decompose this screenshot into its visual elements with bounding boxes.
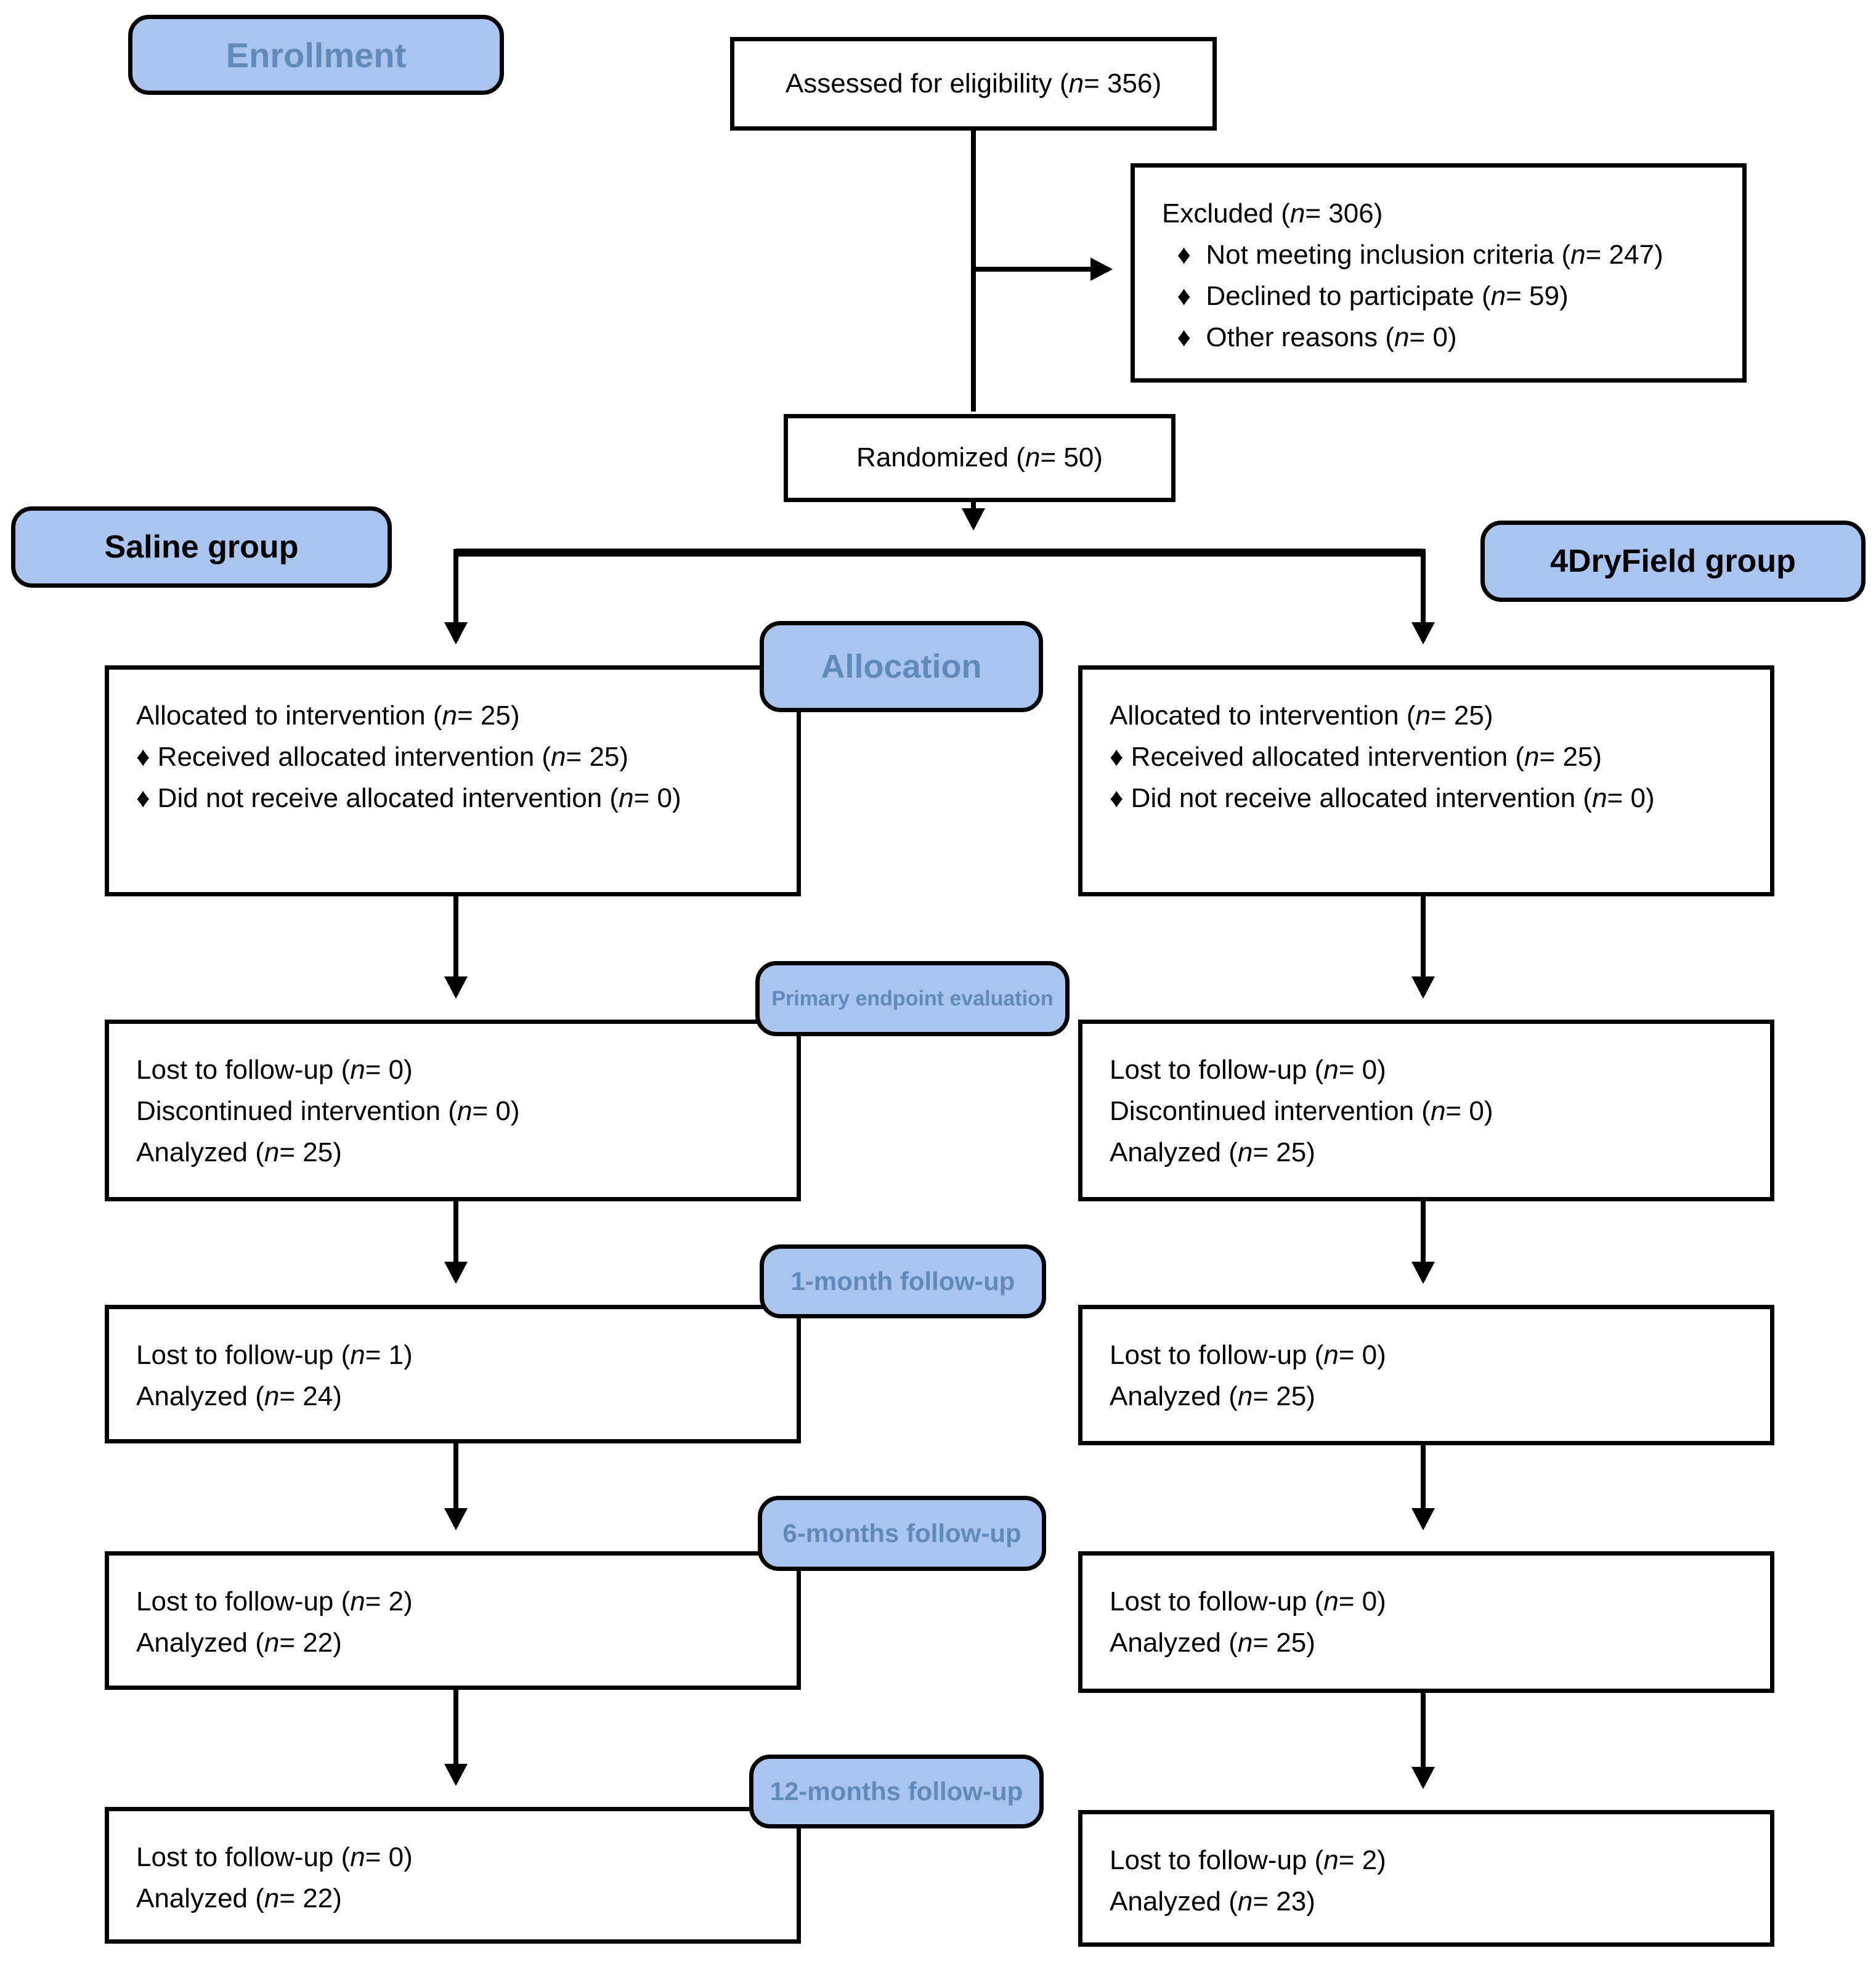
allocation-label: Allocation — [760, 621, 1043, 712]
text-line: Discontinued intervention (n= 0) — [1110, 1095, 1493, 1126]
text-line: ♦ Declined to participate (n= 59) — [1162, 280, 1569, 311]
text-line: Analyzed (n= 23) — [1110, 1886, 1315, 1917]
text-line: ♦ Did not receive allocated intervention… — [1110, 782, 1655, 813]
text-line: Lost to follow-up (n= 0) — [136, 1842, 413, 1872]
assessed-box: Assessed for eligibility (n= 356) — [730, 37, 1217, 131]
allocation-left-box: Allocated to intervention (n= 25) ♦ Recei… — [105, 665, 801, 896]
text-line: Lost to follow-up (n= 0) — [1110, 1055, 1386, 1085]
text-line: ♦ Did not receive allocated intervention… — [136, 782, 681, 813]
text-line: Analyzed (n= 22) — [136, 1883, 342, 1913]
text-line: ♦ Received allocated intervention (n= 25… — [136, 741, 629, 772]
month12-left-box: Lost to follow-up (n= 0) Analyzed (n= 22) — [105, 1807, 801, 1944]
text-line: Allocated to intervention (n= 25) — [1110, 700, 1493, 731]
text-line: Allocated to intervention (n= 25) — [136, 700, 520, 731]
flow-lines — [444, 131, 1435, 1789]
randomized-box: Randomized (n= 50) — [784, 414, 1176, 502]
text-line: Analyzed (n= 24) — [136, 1381, 342, 1411]
text-line: Analyzed (n= 25) — [1110, 1381, 1315, 1411]
month12-right-box: Lost to follow-up (n= 2) Analyzed (n= 23) — [1078, 1810, 1774, 1947]
enrollment-label: Enrollment — [128, 15, 504, 95]
text-line: Lost to follow-up (n= 0) — [1110, 1586, 1386, 1617]
month1-left-box: Lost to follow-up (n= 1) Analyzed (n= 24) — [105, 1305, 801, 1443]
month12-followup-label: 12-months follow-up — [749, 1755, 1044, 1828]
month6-left-box: Lost to follow-up (n= 2) Analyzed (n= 22) — [105, 1551, 801, 1690]
text-line: Lost to follow-up (n= 0) — [136, 1055, 413, 1085]
primary-endpoint-right-box: Lost to follow-up (n= 0) Discontinued int… — [1078, 1020, 1774, 1201]
text-line: ♦ Other reasons (n= 0) — [1162, 322, 1457, 352]
month6-right-box: Lost to follow-up (n= 0) Analyzed (n= 25) — [1078, 1551, 1774, 1693]
month6-followup-label: 6-months follow-up — [758, 1496, 1046, 1571]
month1-followup-label: 1-month follow-up — [760, 1244, 1046, 1318]
text-line: Analyzed (n= 25) — [1110, 1137, 1315, 1167]
text-line: ♦ Received allocated intervention (n= 25… — [1110, 741, 1602, 772]
text-line: Assessed for eligibility (n= 356) — [785, 68, 1162, 99]
primary-endpoint-left-box: Lost to follow-up (n= 0) Discontinued int… — [105, 1020, 801, 1201]
text-line: Lost to follow-up (n= 1) — [136, 1340, 413, 1370]
saline-group-label: Saline group — [11, 506, 392, 588]
text-line: Analyzed (n= 25) — [1110, 1627, 1315, 1658]
month1-right-box: Lost to follow-up (n= 0) Analyzed (n= 25) — [1078, 1305, 1774, 1445]
dryfield-group-label: 4DryField group — [1480, 521, 1866, 602]
text-line: Analyzed (n= 22) — [136, 1627, 342, 1658]
text-line: Excluded (n= 306) — [1162, 198, 1383, 229]
text-line: Randomized (n= 50) — [856, 442, 1103, 473]
text-line: Discontinued intervention (n= 0) — [136, 1095, 520, 1126]
text-line: ♦ Not meeting inclusion criteria (n= 247… — [1162, 239, 1663, 270]
text-line: Lost to follow-up (n= 0) — [1110, 1340, 1386, 1370]
primary-endpoint-label: Primary endpoint evaluation — [755, 961, 1070, 1036]
excluded-box: Excluded (n= 306) ♦ Not meeting inclusio… — [1131, 163, 1747, 383]
text-line: Lost to follow-up (n= 2) — [136, 1586, 413, 1617]
text-line: Analyzed (n= 25) — [136, 1137, 342, 1167]
allocation-right-box: Allocated to intervention (n= 25) ♦ Recei… — [1078, 665, 1774, 896]
text-line: Lost to follow-up (n= 2) — [1110, 1845, 1386, 1875]
